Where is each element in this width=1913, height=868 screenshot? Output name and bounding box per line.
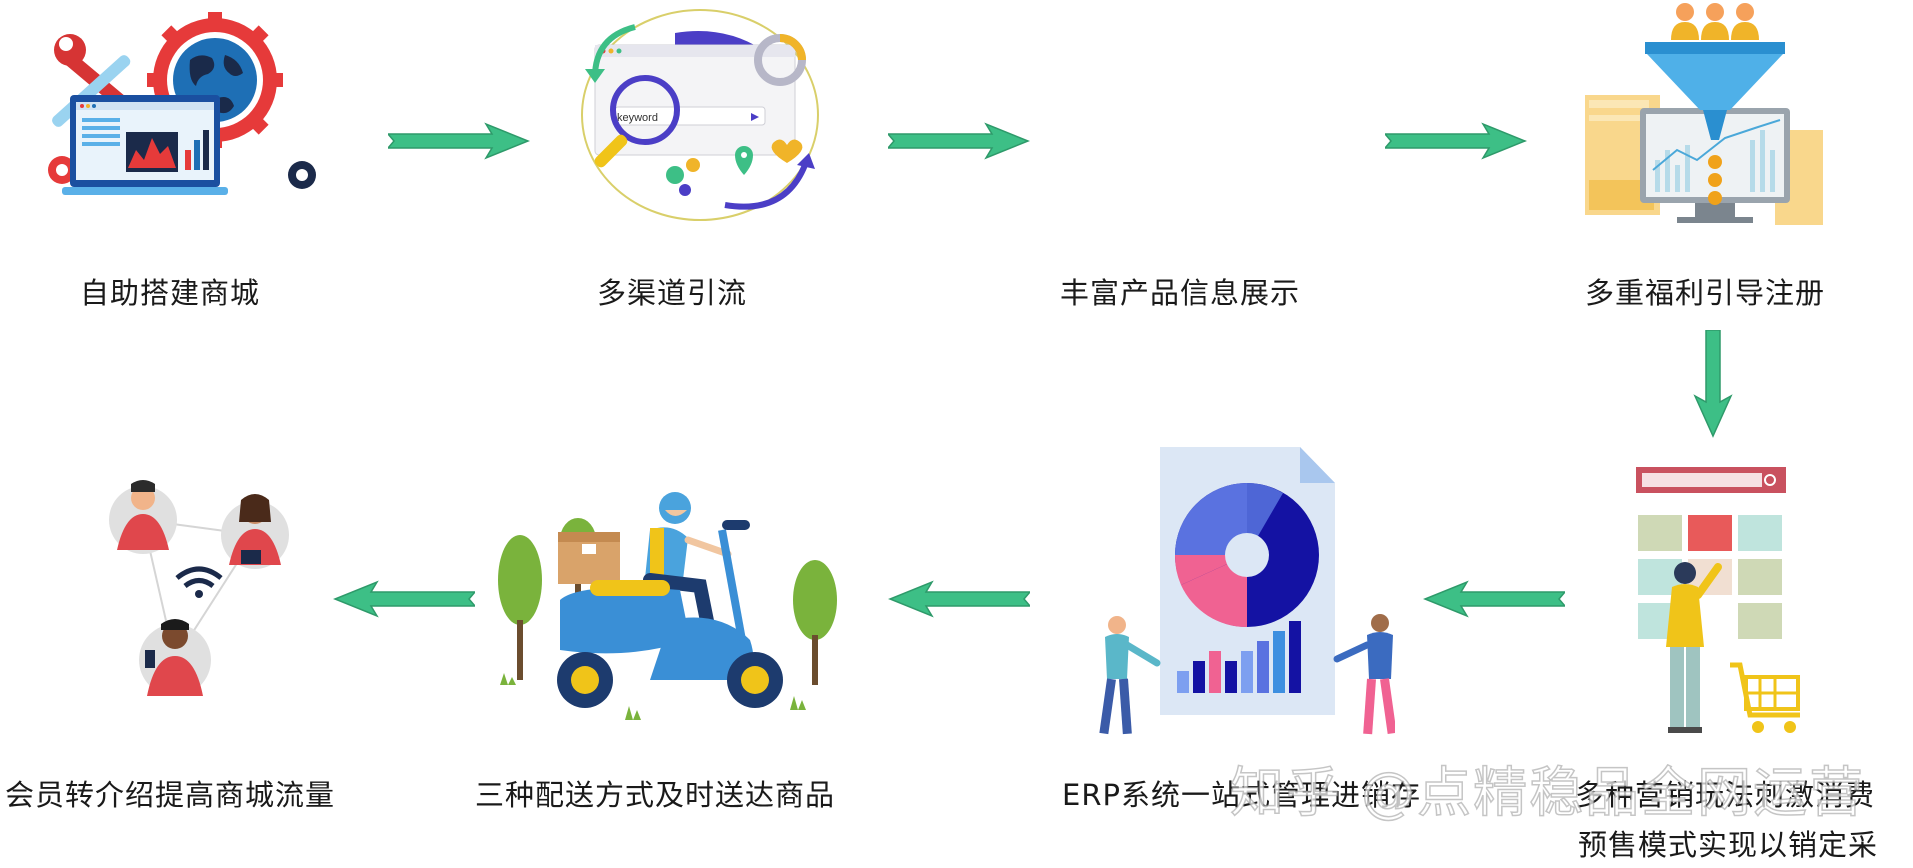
funnel-registration-illustration [1585, 3, 1823, 225]
dark-gear-icon [288, 161, 316, 189]
tree-right-icon [793, 560, 837, 685]
step-label-self-build-mall: 自助搭建商城 [80, 276, 261, 310]
tree-left-icon [498, 535, 542, 680]
flow-arrow-left [888, 580, 1030, 618]
browser-window-icon: keyword [594, 44, 796, 156]
shopper-icon [1666, 562, 1722, 733]
heart-icon [771, 139, 803, 163]
donut-chart-icon [754, 34, 806, 86]
person-right-icon [1333, 614, 1395, 735]
step-label-multi-channel-traffic: 多渠道引流 [597, 276, 748, 310]
flow-arrow-right [1385, 122, 1527, 160]
laptop-icon [62, 95, 228, 195]
magnifier-icon [594, 75, 680, 168]
delivery-scooter-illustration [498, 492, 837, 720]
people-icon [1671, 3, 1759, 40]
self-build-mall-illustration [48, 12, 316, 195]
step-label-marketing-line2: 预售模式实现以销定采 [1578, 828, 1879, 862]
bar-chart-icon [1177, 621, 1301, 693]
erp-report-illustration [1099, 447, 1395, 735]
search-bar-icon [1636, 467, 1786, 493]
location-pin-icon [735, 146, 753, 175]
step-label-member-referral: 会员转介绍提高商城流量 [5, 778, 336, 812]
refresh-arrow-icon [585, 24, 636, 83]
step-label-marketing-line1: 多种营销玩法刺激消费 [1575, 778, 1876, 812]
flow-arrow-left [333, 580, 475, 618]
search-keyword: keyword [617, 112, 658, 124]
person-bottom-icon [139, 619, 211, 696]
coin-icon [1708, 155, 1722, 205]
wifi-icon [175, 566, 223, 598]
step-label-delivery: 三种配送方式及时送达商品 [475, 778, 836, 812]
flow-arrow-down [1693, 330, 1733, 438]
step-label-erp: ERP系统一站式管理进销存 [1062, 778, 1421, 812]
funnel-icon [1645, 42, 1785, 140]
watermark: 知乎 @点精稳品全网运营 [1229, 760, 1866, 825]
product-grid-icon [1638, 515, 1782, 639]
shopping-cart-icon [1730, 662, 1800, 733]
step-label-welfare-registration: 多重福利引导注册 [1585, 276, 1826, 310]
flow-arrow-right [388, 122, 530, 160]
multi-channel-traffic-illustration: keyword [581, 9, 819, 221]
small-gear-icon [48, 156, 76, 184]
flow-arrow-right [888, 122, 1030, 160]
scooter-icon [557, 520, 783, 708]
curved-arrow-icon [724, 153, 815, 210]
package-box-icon [558, 532, 620, 584]
pie-chart-icon [1174, 483, 1319, 628]
person-top-right-icon [221, 494, 289, 569]
member-referral-illustration [109, 480, 289, 696]
person-top-left-icon [109, 480, 177, 554]
gears-icon [666, 158, 700, 196]
marketing-shopper-illustration [1636, 467, 1800, 733]
person-left-icon [1099, 616, 1161, 735]
grass-icon [500, 673, 806, 720]
step-label-product-info: 丰富产品信息展示 [1060, 276, 1301, 310]
flow-arrow-left [1423, 580, 1565, 618]
